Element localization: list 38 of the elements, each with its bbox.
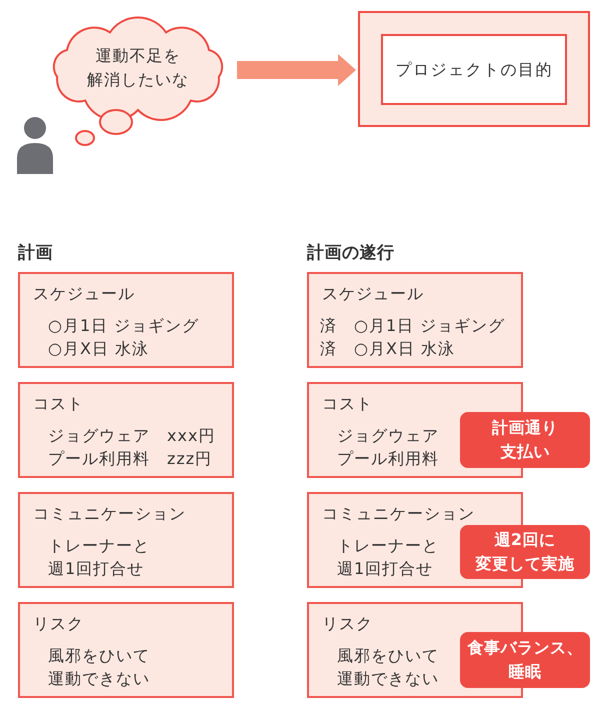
outcome-text: 計画通り支払い (490, 417, 559, 463)
item-text: プール利用料 (337, 448, 439, 470)
plan-card (307, 272, 523, 368)
item-text: 済 ○月1日 ジョギング (320, 315, 506, 337)
section-heading: コミュニケーション (322, 504, 475, 524)
plan-card (18, 382, 234, 478)
plan-card (18, 492, 234, 588)
outcome-text: 食事バランス、睡眠 (466, 637, 584, 683)
thought-text: 運動不足を解消したいな (86, 45, 190, 91)
section-heading: スケジュール (33, 284, 135, 304)
section-heading: スケジュール (322, 284, 424, 304)
item-text: トレーナーと週1回打合せ (48, 535, 151, 580)
plan-card (18, 272, 234, 368)
column-heading: 計画の遂行 (307, 242, 394, 264)
outcome-badge (460, 525, 590, 579)
plan-card (18, 602, 234, 698)
item-text: ○月X日 水泳 (48, 338, 150, 360)
column-heading: 計画 (18, 242, 53, 264)
item-text: 風邪をひいて運動できない (48, 645, 151, 690)
section-heading: コスト (33, 394, 84, 414)
section-heading: リスク (322, 614, 373, 634)
item-text: ジョグウェア (337, 425, 439, 447)
section-heading: コスト (322, 394, 373, 414)
item-text: 済 ○月X日 水泳 (320, 338, 456, 360)
item-text: ジョグウェア xxx円 (48, 425, 216, 447)
goal-text: プロジェクトの目的 (395, 58, 553, 80)
outcome-badge (460, 412, 590, 468)
goal-frame (381, 34, 567, 105)
item-text: プール利用料 zzz円 (48, 448, 212, 470)
section-heading: コミュニケーション (33, 504, 186, 524)
item-text: 風邪をひいて運動できない (337, 645, 440, 690)
section-heading: リスク (33, 614, 84, 634)
item-text: ○月1日 ジョギング (48, 315, 200, 337)
outcome-text: 週2回に変更して実施 (474, 529, 576, 575)
outer-frame (358, 11, 590, 127)
block-arrow (237, 54, 356, 86)
item-text: トレーナーと週1回打合せ (337, 535, 440, 580)
outcome-badge (460, 632, 590, 688)
